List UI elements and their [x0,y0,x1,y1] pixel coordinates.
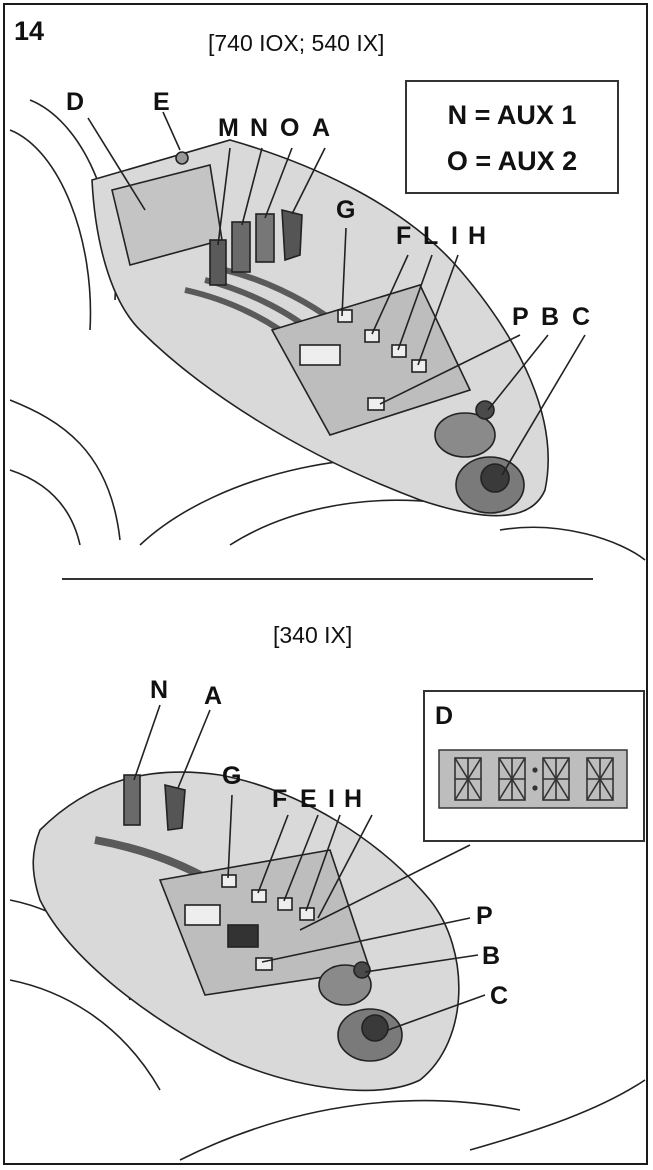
figure-number: 14 [14,16,45,46]
label-bottom-a: A [204,682,223,710]
label-top-f: F [396,222,412,250]
label-top-h: H [468,222,487,250]
label-top-b: B [541,303,560,331]
label-bottom-b: B [482,942,501,970]
label-top-c: C [572,303,591,331]
legend-line-o: O = AUX 2 [446,146,578,176]
aux-legend: N = AUX 1 O = AUX 2 [405,80,619,194]
label-bottom-n: N [150,676,169,704]
bottom-caption: [340 IX] [273,622,353,648]
label-bottom-i: I [328,785,335,813]
digit-1 [454,757,482,801]
label-top-l: L [423,222,439,250]
label-inset-d: D [435,702,454,730]
label-top-g: G [336,196,356,224]
segment-display [438,749,628,809]
digit-3 [542,757,570,801]
section-divider [62,578,593,580]
label-top-a: A [312,114,331,142]
label-top-p: P [512,303,529,331]
bottom-console-drawing [9,704,646,1161]
figure-frame [3,3,648,1165]
label-top-n: N [250,114,269,142]
top-console-drawing [9,99,646,561]
label-bottom-p: P [476,902,493,930]
label-bottom-h: H [344,785,363,813]
label-top-e: E [153,88,170,116]
segment-digits [454,757,614,801]
label-bottom-c: C [490,982,509,1010]
display-inset: D [423,690,645,842]
digit-2 [498,757,526,801]
digit-4 [586,757,614,801]
label-top-d: D [66,88,85,116]
legend-line-n: N = AUX 1 [447,100,577,130]
top-caption: [740 IOX; 540 IX] [208,30,385,56]
top-switch-panel [270,284,472,436]
label-bottom-f: F [272,785,288,813]
label-bottom-g: G [222,762,242,790]
label-top-o: O [280,114,300,142]
label-top-m: M [218,114,239,142]
label-top-i: I [451,222,458,250]
label-bottom-e: E [300,785,317,813]
